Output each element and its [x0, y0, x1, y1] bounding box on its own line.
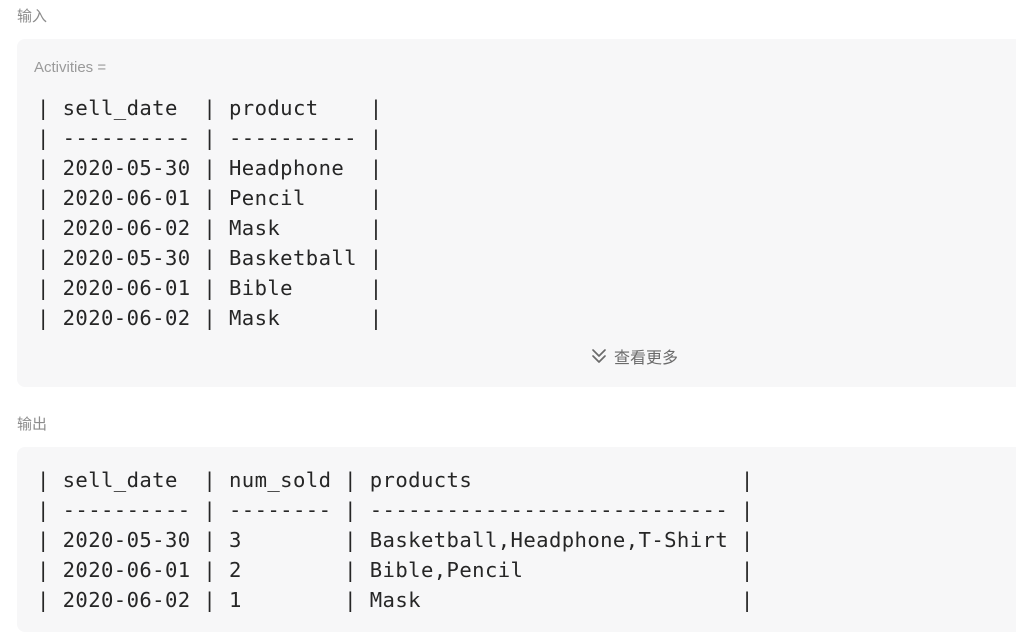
- input-code-block: Activities = | sell_date | product | | -…: [17, 39, 1016, 387]
- input-variable-label: Activities =: [34, 59, 107, 76]
- output-table-text: | sell_date | num_sold | products | | --…: [37, 468, 754, 612]
- output-code-block: | sell_date | num_sold | products | | --…: [17, 447, 1016, 632]
- see-more-label: 查看更多: [614, 348, 679, 367]
- double-chevron-down-icon: [590, 347, 608, 365]
- input-table-text: | sell_date | product | | ---------- | -…: [37, 96, 383, 330]
- input-section-label: 输入: [17, 7, 48, 25]
- see-more-button[interactable]: 查看更多: [590, 344, 678, 368]
- output-section-label: 输出: [17, 415, 48, 433]
